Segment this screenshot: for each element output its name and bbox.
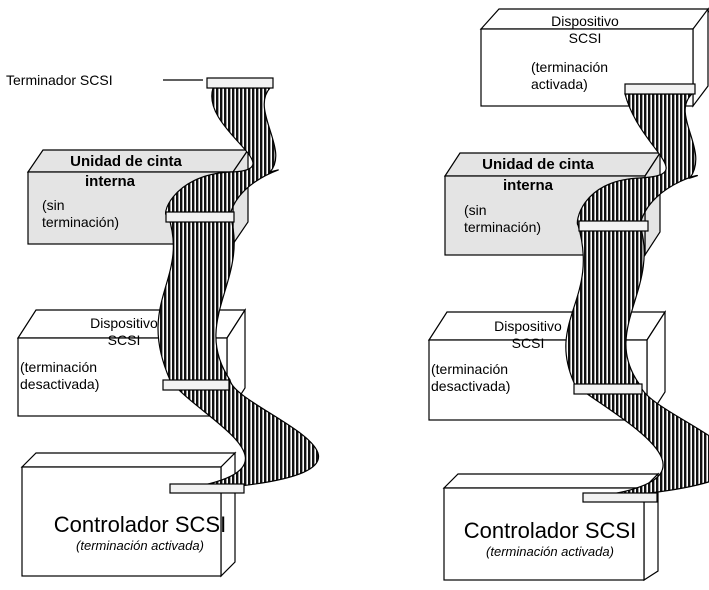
left-connectors: [162, 77, 274, 494]
left-controller-title: Controlador SCSI: [54, 512, 226, 537]
right-device-line4: desactivada): [431, 378, 510, 394]
right-tape-line4: terminación): [464, 219, 541, 235]
right-device-line3: (terminación: [431, 361, 508, 377]
right-top-device-connector: [624, 83, 696, 95]
right-device-connector: [573, 383, 643, 395]
right-device-line1: Dispositivo: [494, 318, 562, 334]
right-top-device-line4: activada): [531, 76, 588, 92]
right-controller-title: Controlador SCSI: [464, 518, 636, 543]
right-device-line2: SCSI: [512, 335, 545, 351]
left-device-connector: [162, 379, 230, 391]
left-device-line4: desactivada): [20, 376, 99, 392]
left-tape-line1: Unidad de cinta: [70, 153, 182, 170]
right-top-device-line1: Dispositivo: [551, 13, 619, 29]
right-top-device-line2: SCSI: [569, 30, 602, 46]
left-terminator-connector: [206, 77, 274, 89]
right-controller-connector: [582, 492, 658, 503]
left-tape-line4: terminación): [42, 214, 119, 230]
left-controller-box: Controlador SCSI (terminación activada): [20, 451, 237, 578]
right-top-device-line3: (terminación: [531, 59, 608, 75]
left-controller-connector: [169, 483, 245, 494]
left-controller-subtitle: (terminación activada): [76, 538, 204, 553]
right-tape-line2: interna: [503, 177, 554, 194]
right-connectors: [573, 83, 696, 503]
right-diagram: Controlador SCSI (terminación activada) …: [427, 7, 709, 582]
left-terminator-label: Terminador SCSI: [6, 72, 113, 88]
right-controller-subtitle: (terminación activada): [486, 544, 614, 559]
left-ribbon-cable: [157, 87, 320, 491]
right-tape-line1: Unidad de cinta: [482, 156, 594, 173]
left-tape-connector: [165, 211, 235, 223]
left-tape-box: Unidad de cinta interna (sin terminación…: [26, 148, 250, 246]
left-tape-line3: (sin: [42, 197, 65, 213]
left-diagram: Controlador SCSI (terminación activada) …: [6, 72, 320, 578]
left-device-line1: Dispositivo: [90, 315, 158, 331]
right-controller-box: Controlador SCSI (terminación activada): [442, 472, 660, 582]
left-device-line3: (terminación: [20, 359, 97, 375]
left-device-line2: SCSI: [108, 332, 141, 348]
right-tape-connector: [578, 220, 649, 232]
right-tape-line3: (sin: [464, 202, 487, 218]
left-tape-line2: interna: [85, 173, 136, 190]
